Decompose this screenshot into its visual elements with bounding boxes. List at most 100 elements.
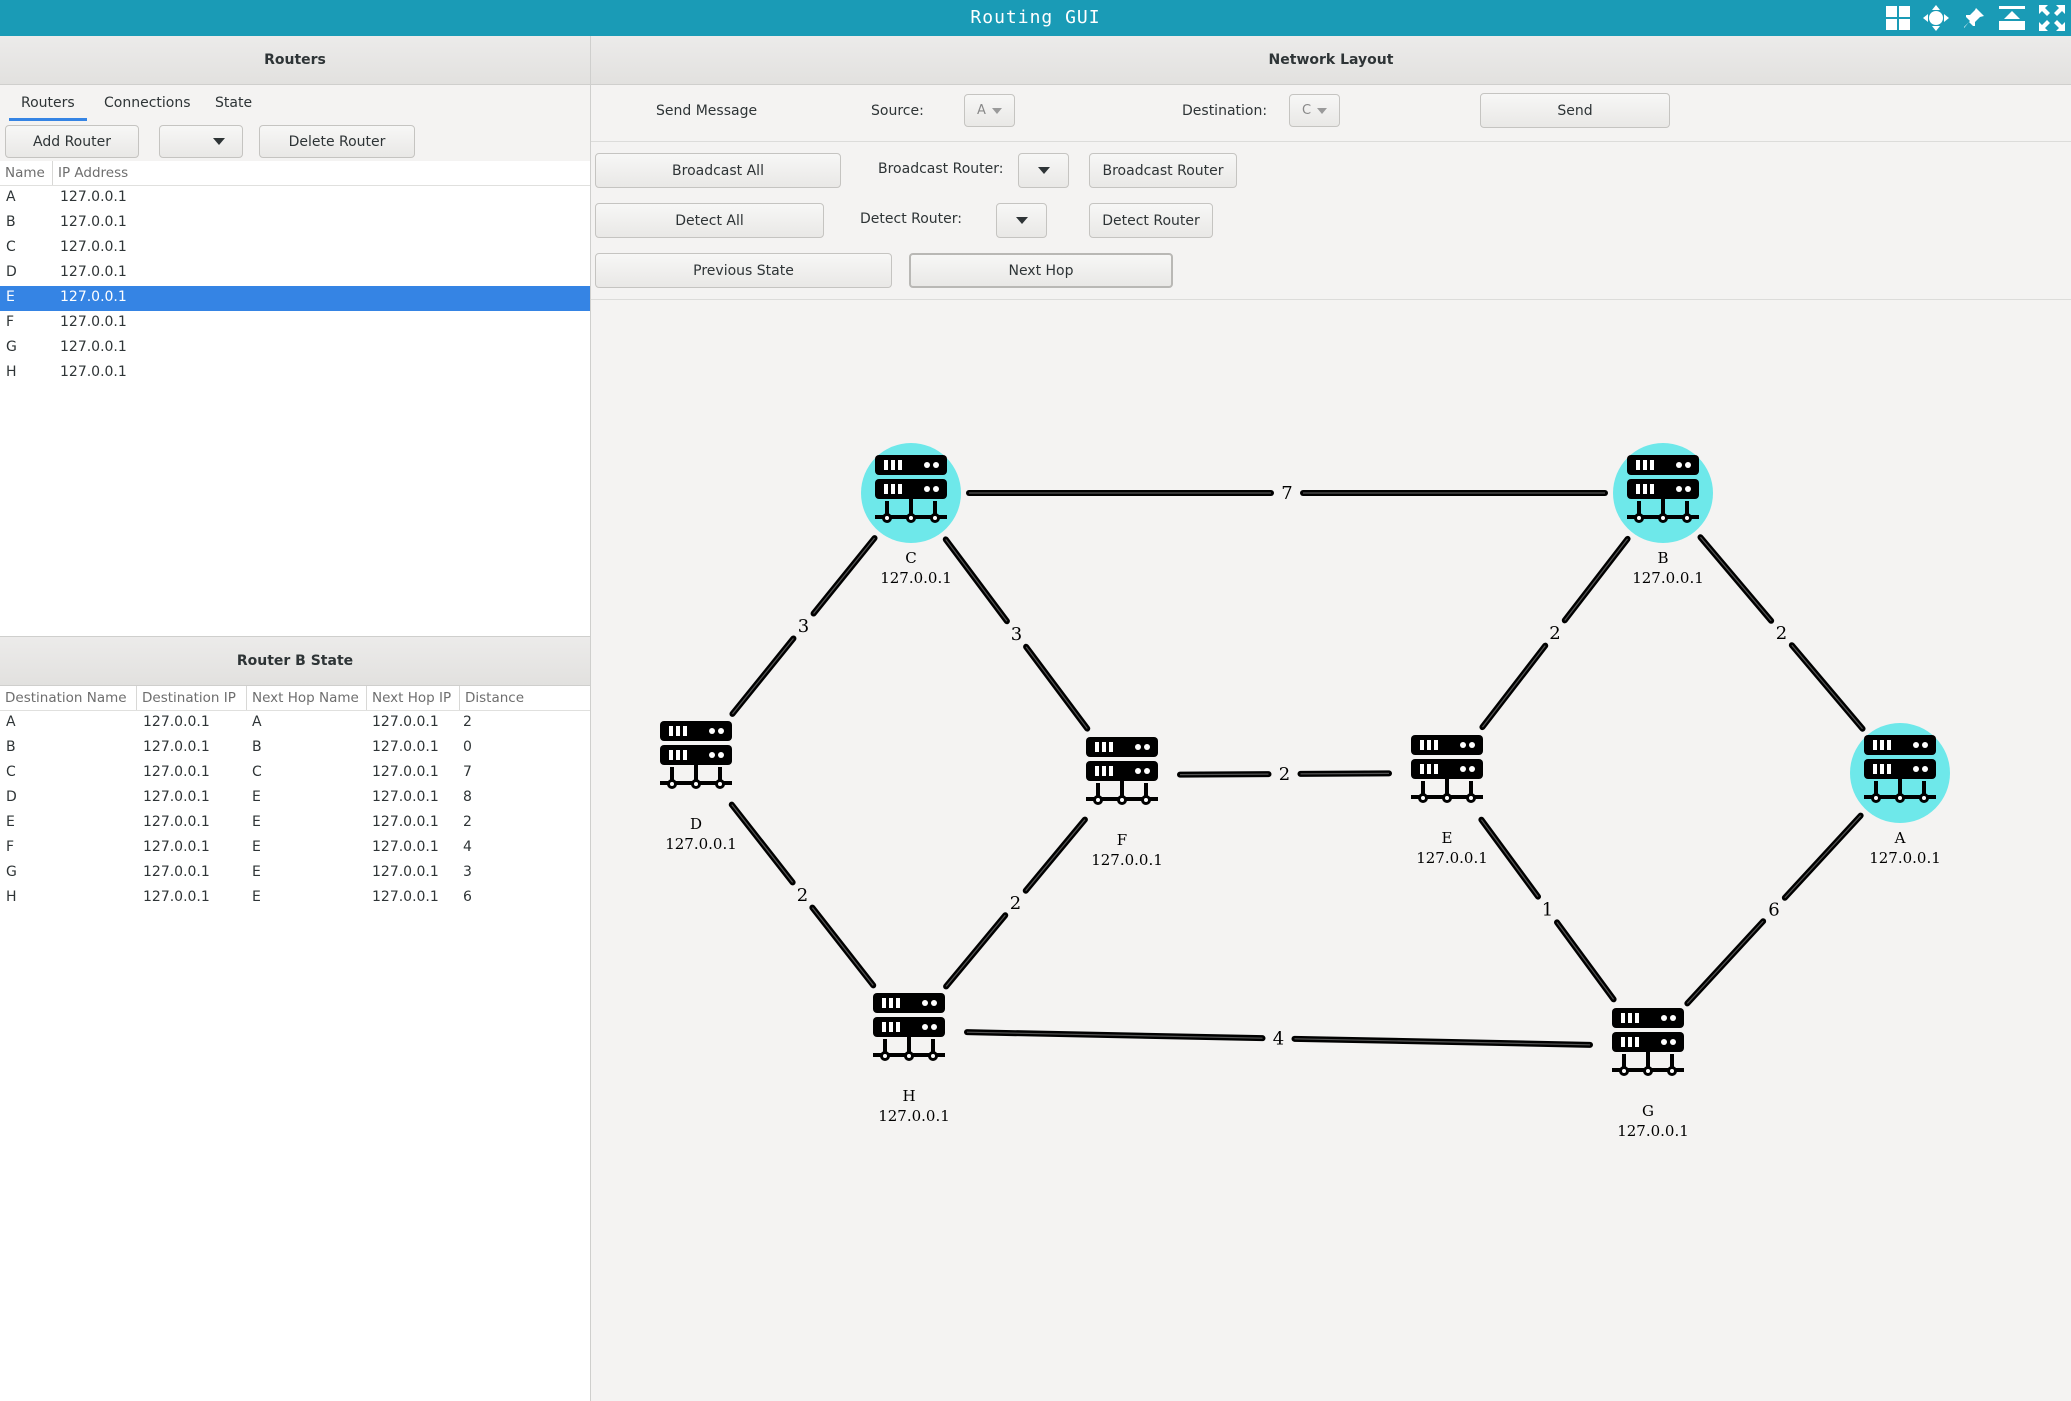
destination-dropdown[interactable]: C xyxy=(1289,94,1340,127)
delete-router-button[interactable]: Delete Router xyxy=(259,125,415,158)
destination-ip-cell: 127.0.0.1 xyxy=(143,814,210,830)
router-name-cell: D xyxy=(6,264,17,280)
next-hop-name-cell: E xyxy=(252,814,261,830)
edge-weight-label: 6 xyxy=(1768,900,1779,921)
destination-name-cell: D xyxy=(6,789,17,805)
column-header-ip[interactable]: IP Address xyxy=(58,165,129,181)
edge-weight-label: 4 xyxy=(1273,1029,1284,1050)
detect-all-button[interactable]: Detect All xyxy=(595,203,824,238)
edge-B-E: 2 xyxy=(1479,535,1631,731)
move-icon[interactable] xyxy=(1921,3,1951,33)
edge-weight-label: 1 xyxy=(1542,900,1553,921)
broadcast-all-button[interactable]: Broadcast All xyxy=(595,153,841,188)
edge-weight-label: 2 xyxy=(1010,893,1021,914)
previous-state-button[interactable]: Previous State xyxy=(595,253,892,288)
destination-ip-cell: 127.0.0.1 xyxy=(143,764,210,780)
distance-cell: 6 xyxy=(463,889,472,905)
distance-cell: 2 xyxy=(463,814,472,830)
router-name-cell: E xyxy=(6,289,15,305)
broadcast-router-button[interactable]: Broadcast Router xyxy=(1089,153,1237,188)
destination-name-cell: E xyxy=(6,814,15,830)
next-hop-ip-cell: 127.0.0.1 xyxy=(372,714,439,730)
distance-cell: 4 xyxy=(463,839,472,855)
column-header-destination-ip[interactable]: Destination IP xyxy=(137,686,247,710)
source-dropdown[interactable]: A xyxy=(964,94,1015,127)
node-name-label: A xyxy=(1894,829,1906,847)
tab-state[interactable]: State xyxy=(215,95,253,111)
distance-cell: 2 xyxy=(463,714,472,730)
tile-icon[interactable] xyxy=(1883,3,1913,33)
column-header-next-hop-name[interactable]: Next Hop Name xyxy=(247,686,367,710)
chevron-down-icon xyxy=(991,107,1002,114)
next-hop-ip-cell: 127.0.0.1 xyxy=(372,739,439,755)
detect-router-button[interactable]: Detect Router xyxy=(1089,203,1213,238)
chevron-down-icon xyxy=(1317,107,1328,114)
tab-routers[interactable]: Routers xyxy=(9,85,87,121)
fullscreen-icon[interactable] xyxy=(2037,3,2067,33)
router-ip-cell: 127.0.0.1 xyxy=(60,314,127,330)
next-hop-name-cell: C xyxy=(252,764,262,780)
destination-value: C xyxy=(1301,103,1312,118)
column-header-distance[interactable]: Distance xyxy=(465,690,525,706)
destination-name-cell: B xyxy=(6,739,16,755)
column-header-name[interactable]: Name xyxy=(0,161,53,185)
router-ip-cell: 127.0.0.1 xyxy=(60,189,127,205)
send-button[interactable]: Send xyxy=(1480,93,1670,128)
column-header-destination-name[interactable]: Destination Name xyxy=(0,686,137,710)
source-label: Source: xyxy=(871,103,924,119)
edge-weight-label: 2 xyxy=(1279,764,1290,785)
server-icon xyxy=(1086,737,1158,805)
column-header-next-hop-ip[interactable]: Next Hop IP xyxy=(367,686,460,710)
add-router-button[interactable]: Add Router xyxy=(5,125,139,158)
pin-icon[interactable] xyxy=(1959,3,1989,33)
node-ip-label: 127.0.0.1 xyxy=(1617,1122,1689,1140)
router-select-dropdown[interactable] xyxy=(159,125,243,158)
next-hop-name-cell: E xyxy=(252,789,261,805)
node-name-label: F xyxy=(1117,831,1127,849)
edge-weight-label: 2 xyxy=(1776,623,1787,644)
tab-connections[interactable]: Connections xyxy=(104,95,191,111)
detect-router-dropdown[interactable] xyxy=(996,203,1047,238)
source-value: A xyxy=(977,103,986,118)
edge-weight-label: 2 xyxy=(797,885,808,906)
next-hop-ip-cell: 127.0.0.1 xyxy=(372,889,439,905)
edge-D-H: 2 xyxy=(728,801,877,989)
maximize-icon[interactable] xyxy=(1997,3,2027,33)
next-hop-name-cell: E xyxy=(252,839,261,855)
next-hop-button[interactable]: Next Hop xyxy=(909,253,1173,288)
broadcast-router-label: Broadcast Router: xyxy=(878,161,1004,177)
node-ip-label: 127.0.0.1 xyxy=(880,569,952,587)
next-hop-name-cell: E xyxy=(252,864,261,880)
next-hop-ip-cell: 127.0.0.1 xyxy=(372,839,439,855)
router-ip-cell: 127.0.0.1 xyxy=(60,214,127,230)
broadcast-router-dropdown[interactable] xyxy=(1018,153,1069,188)
server-icon xyxy=(875,455,947,523)
node-name-label: D xyxy=(690,815,702,833)
node-name-label: B xyxy=(1657,549,1668,567)
